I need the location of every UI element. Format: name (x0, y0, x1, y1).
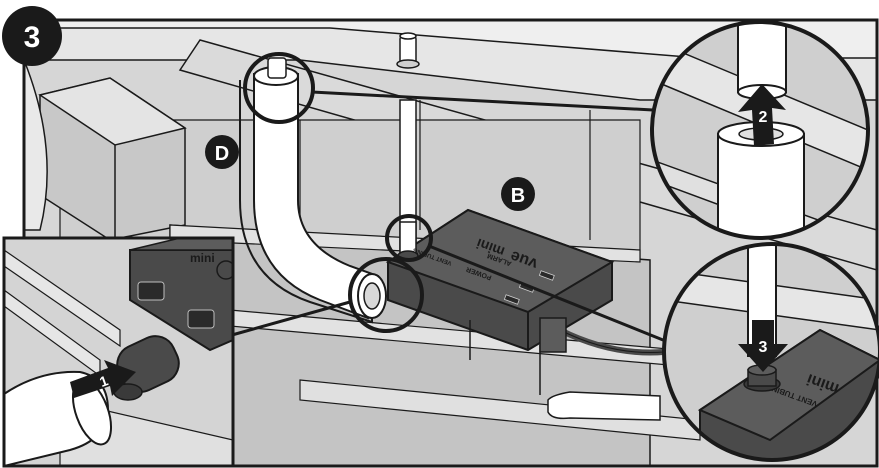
arrow-2-label: 2 (759, 109, 768, 126)
inset-model-text: mini (190, 251, 215, 265)
callout-b-label: B (511, 185, 525, 207)
callout-d: D (205, 135, 239, 169)
callout-b: B (501, 177, 535, 211)
callout-d-label: D (215, 143, 229, 165)
inset-step-3: mini VENT TUBING 3 (662, 242, 879, 462)
highlight-tube-top (243, 52, 315, 124)
step-badge: 3 (2, 6, 62, 66)
highlight-device-inlet (385, 214, 433, 262)
arrow-3-label: 3 (759, 339, 768, 356)
highlight-tube-elbow (348, 257, 424, 333)
inset-step-2: 2 (650, 20, 870, 240)
step-number: 3 (24, 21, 41, 54)
vuemini-device: vue mini ALARM POWER VENT TUBING (385, 208, 681, 421)
inset-step-1: mini 1 (2, 236, 235, 468)
